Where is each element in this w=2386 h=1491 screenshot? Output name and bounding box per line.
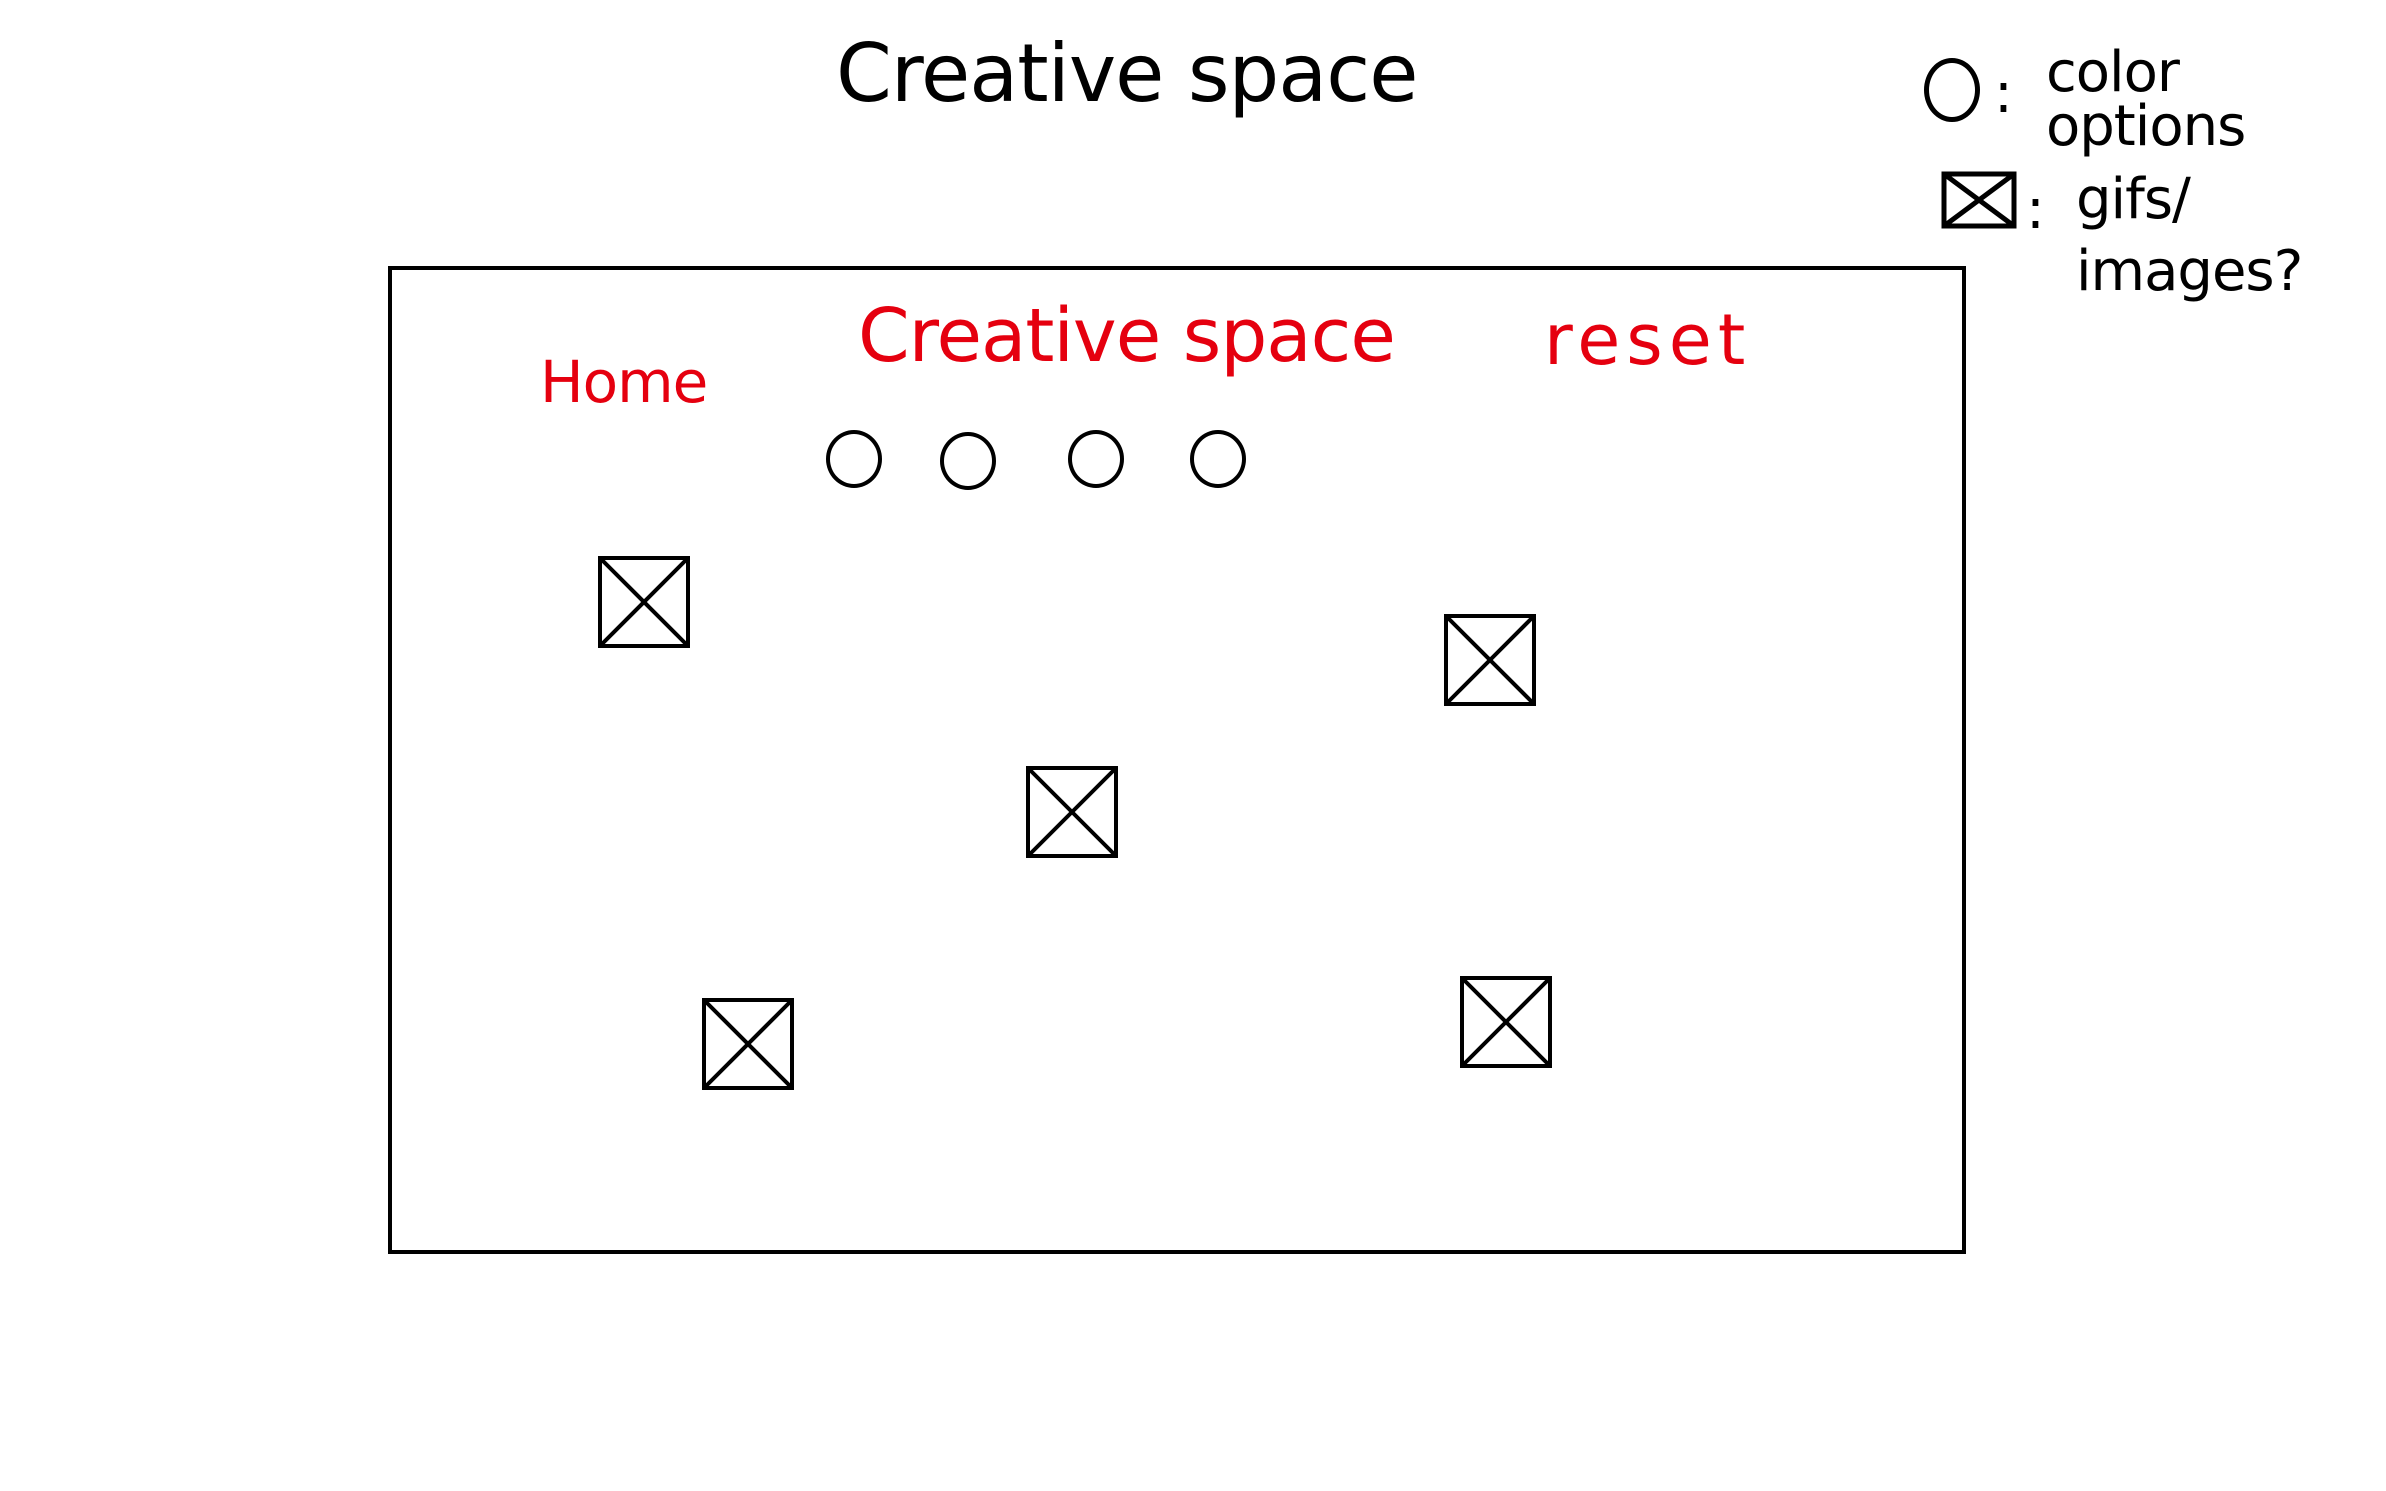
image-placeholder-icon [598, 556, 690, 648]
mockup-frame: Home Creative space reset [388, 266, 1966, 1254]
legend: : color options : gifs/ images? [1920, 40, 2360, 340]
image-placeholder[interactable] [1460, 976, 1552, 1068]
color-option-2[interactable] [940, 432, 996, 490]
legend-separator: : [1994, 61, 2013, 126]
legend-gifs-images-label: gifs/ images? [2076, 167, 2303, 304]
image-placeholder-icon [702, 998, 794, 1090]
legend-circle-icon [1924, 58, 1980, 122]
sketch-title: Creative space [836, 27, 1419, 120]
image-placeholder-icon [1026, 766, 1118, 858]
image-placeholder[interactable] [702, 998, 794, 1090]
image-placeholder-icon [1444, 614, 1536, 706]
image-placeholder-icon [1460, 976, 1552, 1068]
home-link[interactable]: Home [540, 348, 708, 416]
image-placeholder[interactable] [598, 556, 690, 648]
color-option-3[interactable] [1068, 430, 1124, 488]
reset-button[interactable]: reset [1544, 299, 1752, 381]
legend-color-options-label: color options [2046, 40, 2246, 159]
legend-separator: : [2026, 177, 2045, 242]
image-placeholder[interactable] [1444, 614, 1536, 706]
legend-image-placeholder-icon [1941, 171, 2017, 229]
page-title: Creative space [858, 293, 1396, 379]
color-option-1[interactable] [826, 430, 882, 488]
color-option-4[interactable] [1190, 430, 1246, 488]
image-placeholder[interactable] [1026, 766, 1118, 858]
